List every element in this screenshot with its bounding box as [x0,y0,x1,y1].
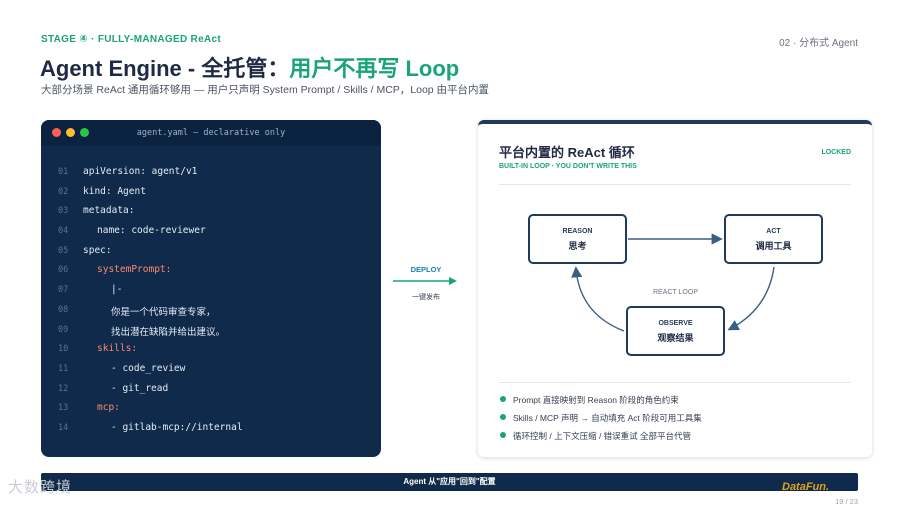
line-number: 09 [58,324,69,335]
code-text: systemPrompt: [97,264,172,276]
code-line: 02 kind: Agent [41,186,381,206]
title-accent: 用户不再写 Loop [289,56,460,81]
loop-title: 平台内置的 ReAct 循环 [499,145,635,160]
act-node-en: ACT [766,228,781,235]
code-text: skills: [97,343,138,355]
code-text: - gitlab-mcp://internal [111,421,243,433]
loop-subtitle: BUILT-IN LOOP · YOU DON'T WRITE THIS [499,163,637,170]
code-block: 01 apiVersion: agent/v1 02 kind: Agent 03 met… [41,166,381,442]
loop-bullets: Prompt 直接映射到 Reason 阶段的角色约束 Skills / MCP… [499,394,702,448]
section-tag: 02 · 分布式 Agent [779,38,858,49]
line-number: 11 [58,363,69,374]
page-subtitle: 大部分场景 ReAct 通用循环够用 — 用户只声明 System Prompt… [41,84,490,96]
line-number: 08 [58,304,69,315]
code-text: |- [111,284,123,296]
code-text: - code_review [111,362,186,374]
line-number: 06 [58,265,69,276]
line-number: 02 [58,186,69,197]
loop-arrows [571,233,775,332]
reason-node-en: REASON [562,228,593,235]
locked-badge: LOCKED [821,149,851,156]
act-node-zh: 调用工具 [755,241,792,251]
code-text: 你是一个代码审查专家， [111,306,216,318]
bullet-item: Skills / MCP 声明 → 自动填充 Act 阶段可用工具集 [499,412,702,430]
code-text: 找出潜在缺陷并给出建议。 [111,326,226,338]
deploy-sublabel: 一键发布 [412,294,440,301]
page-number: 19 / 23 [835,497,858,506]
act-node: ACT 调用工具 [724,214,823,264]
code-line: 07 |- [41,284,381,304]
code-text: spec: [83,244,112,256]
code-editor-panel: agent.yaml — declarative only 01 apiVersi… [41,120,381,457]
line-number: 01 [58,167,69,177]
stage-label: STAGE ④ · FULLY-MANAGED ReAct [41,34,221,45]
bullet-item: 循环控制 / 上下文压缩 / 错误重试 全部平台代管 [499,430,702,448]
code-line: 11 - code_review [41,363,381,383]
editor-titlebar: agent.yaml — declarative only [41,120,381,146]
code-text: - git_read [111,382,169,394]
code-line: 13 mcp: [41,402,381,422]
code-line: 06 systemPrompt: [41,264,381,284]
window-maximize-icon [80,128,89,137]
line-number: 07 [58,285,69,296]
card-divider [499,184,851,185]
react-loop-card: 平台内置的 ReAct 循环 BUILT-IN LOOP · YOU DON'T… [478,120,872,457]
reason-node: REASON 思考 [528,214,627,264]
window-minimize-icon [66,128,75,137]
line-number: 10 [58,344,69,355]
code-line: 14 - gitlab-mcp://internal [41,422,381,442]
title-main: Agent Engine - 全托管： [40,56,290,81]
observe-node-en: OBSERVE [658,320,693,327]
editor-filename: agent.yaml — declarative only [136,128,286,138]
code-text: apiVersion: agent/v1 [83,166,198,177]
code-text: kind: Agent [83,185,146,197]
line-number: 12 [58,383,69,394]
page-title: Agent Engine - 全托管：用户不再写 Loop [40,51,459,83]
line-number: 05 [58,245,69,256]
brand-logo: DataFun. [782,481,830,493]
code-line: 05 spec: [41,245,381,265]
line-number: 04 [58,226,69,237]
code-line: 12 - git_read [41,383,381,403]
code-line: 01 apiVersion: agent/v1 [41,166,381,186]
code-line: 09 找出潜在缺陷并给出建议。 [41,324,381,344]
code-text: name: code-reviewer [97,225,206,237]
code-line: 10 skills: [41,343,381,363]
code-line: 04 name: code-reviewer [41,225,381,245]
footer-banner: Agent 从"应用"回到"配置 [41,473,858,491]
line-number: 13 [58,403,69,414]
window-close-icon [52,128,61,137]
reason-node-zh: 思考 [568,241,587,251]
react-loop-label: REACT LOOP [653,289,698,296]
code-line: 03 metadata: [41,205,381,225]
bullet-item: Prompt 直接映射到 Reason 阶段的角色约束 [499,394,702,412]
code-line: 08 你是一个代码审查专家， [41,304,381,324]
observe-to-reason-arrow [571,266,625,332]
card-divider-bottom [499,382,851,383]
watermark: 大数跨境 [8,479,73,496]
line-number: 03 [58,206,69,217]
line-number: 14 [58,422,69,433]
act-to-observe-arrow [727,266,775,331]
deploy-label: DEPLOY [410,265,442,274]
deploy-arrow-icon [393,277,457,285]
observe-node-zh: 观察结果 [657,333,694,343]
code-text: metadata: [83,205,135,217]
code-text: mcp: [97,402,120,414]
observe-node: OBSERVE 观察结果 [626,306,725,356]
